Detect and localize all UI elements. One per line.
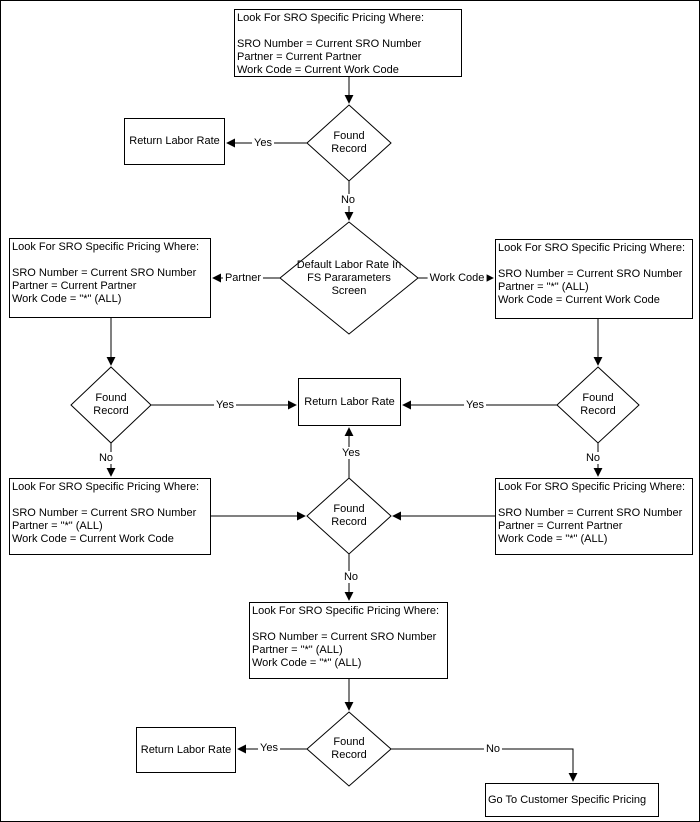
decision-line: Record [331, 516, 367, 528]
edge-label-yes-1: Yes [252, 137, 274, 149]
terminal-return-labor-rate-1: Return Labor Rate [124, 118, 225, 165]
decision-line: FS Pararameters [307, 272, 391, 284]
decision-line: Record [331, 749, 367, 761]
process-header: Look For SRO Specific Pricing Where: [237, 12, 425, 24]
decision-line: Record [580, 405, 616, 417]
process-line: Partner = "*" (ALL) [252, 644, 343, 656]
terminal-goto-customer-pricing: Go To Customer Specific Pricing [485, 783, 659, 817]
process-line: SRO Number = Current SRO Number [498, 268, 683, 280]
decision-label-default-labor-rate: Default Labor Rate In FS Pararameters Sc… [279, 259, 419, 298]
process-header: Look For SRO Specific Pricing Where: [498, 481, 686, 493]
edge-label-partner: Partner [222, 272, 264, 284]
process-line: Work Code = "*" (ALL) [252, 657, 362, 669]
process-line: Work Code = Current Work Code [498, 294, 660, 306]
process-header: Look For SRO Specific Pricing Where: [12, 241, 200, 253]
edge-label-yes-right: Yes [464, 399, 486, 411]
process-line: SRO Number = Current SRO Number [498, 507, 683, 519]
edge-label-no-bottom: No [483, 743, 503, 755]
decision-label-found-1: Found Record [309, 130, 389, 156]
process-lookup-all: Look For SRO Specific Pricing Where: SRO… [249, 602, 448, 679]
decision-line: Found [333, 130, 365, 142]
terminal-return-labor-rate-bottom: Return Labor Rate [136, 727, 236, 773]
decision-line: Found [582, 392, 614, 404]
process-line: Work Code = Current Work Code [12, 533, 174, 545]
decision-label-found-center: Found Record [309, 503, 389, 529]
decision-line: Default Labor Rate In [296, 259, 402, 271]
process-lookup-top: Look For SRO Specific Pricing Where: SRO… [234, 9, 462, 77]
edge-label-yes-bottom: Yes [258, 742, 280, 754]
process-header: Look For SRO Specific Pricing Where: [498, 242, 686, 254]
decision-line: Found [95, 392, 127, 404]
edge-label-work-code: Work Code [427, 272, 487, 284]
edge-label-no-right: No [583, 452, 603, 464]
edge-no-bottom-to-goto-customer [391, 748, 578, 782]
decision-line: Record [93, 405, 129, 417]
decision-line: Found [333, 736, 365, 748]
process-line: Partner = "*" (ALL) [12, 520, 103, 532]
process-lookup-right4: Look For SRO Specific Pricing Where: SRO… [495, 478, 693, 555]
decision-line: Record [331, 143, 367, 155]
terminal-label: Go To Customer Specific Pricing [488, 793, 647, 806]
decision-line: Found [333, 503, 365, 515]
process-line: SRO Number = Current SRO Number [12, 507, 197, 519]
decision-diamond-found-bottom [306, 711, 392, 787]
process-lookup-partner: Look For SRO Specific Pricing Where: SRO… [9, 238, 211, 318]
decision-label-found-bottom: Found Record [309, 736, 389, 762]
terminal-label: Return Labor Rate [140, 743, 232, 756]
process-lookup-left4: Look For SRO Specific Pricing Where: SRO… [9, 478, 211, 555]
process-line: Partner = "*" (ALL) [498, 281, 589, 293]
process-line: SRO Number = Current SRO Number [237, 38, 422, 50]
terminal-label: Return Labor Rate [304, 395, 395, 408]
process-line: Partner = Current Partner [12, 280, 137, 292]
edge-label-no-center: No [341, 571, 361, 583]
process-header: Look For SRO Specific Pricing Where: [12, 481, 200, 493]
process-line: Work Code = "*" (ALL) [498, 533, 608, 545]
process-line: SRO Number = Current SRO Number [12, 267, 197, 279]
process-lookup-workcode: Look For SRO Specific Pricing Where: SRO… [495, 239, 693, 319]
process-line: Partner = Current Partner [498, 520, 623, 532]
edge-label-yes-center: Yes [340, 447, 362, 459]
terminal-label: Return Labor Rate [129, 135, 220, 147]
edge-label-no-left: No [96, 452, 116, 464]
terminal-return-labor-rate-center: Return Labor Rate [298, 378, 401, 426]
process-header: Look For SRO Specific Pricing Where: [252, 605, 440, 617]
decision-label-found-left: Found Record [71, 392, 151, 418]
edge-label-yes-left: Yes [214, 399, 236, 411]
edge-label-no-1: No [338, 194, 358, 206]
decision-diamond-default-labor-rate [279, 221, 419, 335]
process-line: Partner = Current Partner [237, 51, 362, 63]
process-line: Work Code = Current Work Code [237, 64, 399, 76]
decision-label-found-right: Found Record [558, 392, 638, 418]
process-line: Work Code = "*" (ALL) [12, 293, 122, 305]
decision-line: Screen [331, 285, 367, 297]
process-line: SRO Number = Current SRO Number [252, 631, 437, 643]
